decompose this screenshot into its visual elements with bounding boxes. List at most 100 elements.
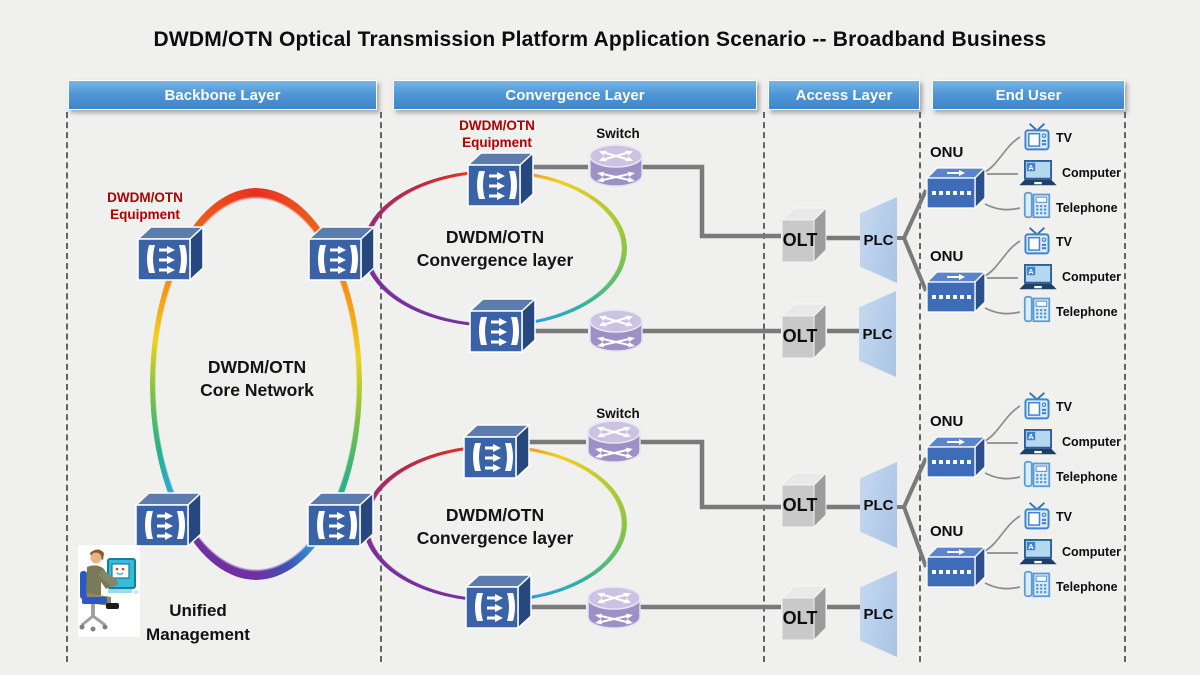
tv-icon [1023,391,1051,421]
dwdm-otn-equipment-icon [464,150,536,208]
plc-splitter-node: PLC [860,197,897,283]
switch-label: Switch [596,406,640,421]
computer-icon [1019,160,1057,188]
dwdm-otn-equipment-icon [466,296,538,354]
olt-label: OLT [782,495,818,515]
telephone-icon [1023,459,1051,489]
dwdm-otn-equipment-icon [305,224,377,282]
dwdm-equipment-label: DWDM/OTN Equipment [107,190,183,222]
dwdm-otn-equipment-icon [134,224,206,282]
unified-management-operator-image [78,545,140,637]
dwdm-otn-equipment-icon [132,490,204,548]
dwdm-otn-equipment-node [305,224,377,287]
onu-group: ONU TV Computer Telephone [925,122,1125,226]
switch-icon [586,585,642,631]
switch-icon [588,308,644,354]
onu-label: ONU [930,413,964,430]
switch-icon [586,419,642,465]
header-end-user: End User [932,80,1125,110]
dwdm-otn-equipment-node [134,224,206,287]
computer-icon [1019,429,1057,457]
onu-node [925,545,987,589]
dwdm-otn-equipment-node [462,572,534,635]
onu-icon [925,166,987,210]
device-label-telephone: Telephone [1056,580,1118,594]
dwdm-otn-equipment-node [464,150,536,213]
onu-group: ONU TV Computer Telephone [925,501,1125,605]
device-label-tv: TV [1056,235,1072,249]
computer-icon [1019,264,1057,292]
tv-icon [1023,226,1051,256]
layer-separator [66,112,68,662]
olt-label: OLT [782,230,818,250]
dwdm-otn-equipment-node [460,422,532,485]
page-title: DWDM/OTN Optical Transmission Platform A… [153,28,1047,51]
layer-separator [919,112,921,662]
tv-icon [1023,122,1051,152]
olt-node: OLT [781,207,827,263]
onu-device-links [984,240,1021,315]
switch-label: Switch [596,126,640,141]
onu-label: ONU [930,523,964,540]
device-label-tv: TV [1056,510,1072,524]
onu-group: ONU TV Computer Telephone [925,391,1125,495]
dwdm-otn-equipment-node [132,490,204,553]
onu-icon [925,435,987,479]
switch-node [588,308,644,359]
layer-separator [380,112,382,662]
plc-splitter-node: PLC [860,571,897,657]
plc-splitter-node: PLC [859,291,896,377]
switch-node [586,419,642,470]
dwdm-otn-equipment-node [304,490,376,553]
dwdm-otn-equipment-node [466,296,538,359]
olt-label: OLT [782,326,818,346]
layer-separator [763,112,765,662]
switch-icon [588,143,644,189]
onu-icon [925,545,987,589]
tv-icon [1023,501,1051,531]
onu-device-links [984,136,1021,211]
dwdm-otn-equipment-icon [462,572,534,630]
onu-node [925,270,987,314]
onu-node [925,166,987,210]
header-convergence-layer: Convergence Layer [393,80,757,110]
telephone-icon [1023,294,1051,324]
switch-node [588,143,644,194]
device-label-computer: Computer [1062,435,1122,449]
convergence-ring-label: DWDM/OTN Convergence layer [416,505,574,548]
plc-splitter-node: PLC [860,462,897,548]
onu-icon [925,270,987,314]
dwdm-otn-equipment-icon [304,490,376,548]
device-label-telephone: Telephone [1056,305,1118,319]
switch-node [586,585,642,636]
unified-management-label: Unified Management [146,601,250,644]
device-label-telephone: Telephone [1056,470,1118,484]
convergence-ring-label: DWDM/OTN Convergence layer [416,227,574,270]
onu-device-links [984,515,1021,590]
device-label-tv: TV [1056,131,1072,145]
device-label-telephone: Telephone [1056,201,1118,215]
onu-device-links [984,405,1021,480]
olt-label: OLT [782,608,818,628]
core-network-label: DWDM/OTN Core Network [200,357,314,400]
dwdm-otn-equipment-icon [460,422,532,480]
telephone-icon [1023,190,1051,220]
header-access-layer: Access Layer [768,80,920,110]
header-backbone-layer: Backbone Layer [68,80,377,110]
operator-at-computer-icon [78,545,140,637]
olt-node: OLT [781,472,827,528]
device-label-computer: Computer [1062,270,1122,284]
device-label-computer: Computer [1062,545,1122,559]
olt-node: OLT [781,303,827,359]
layer-separator [1124,112,1126,662]
onu-label: ONU [930,248,964,265]
onu-label: ONU [930,144,964,161]
olt-node: OLT [781,585,827,641]
onu-group: ONU TV Computer Telephone [925,226,1125,330]
onu-node [925,435,987,479]
computer-icon [1019,539,1057,567]
telephone-icon [1023,569,1051,599]
dwdm-equipment-label: DWDM/OTN Equipment [459,118,535,150]
